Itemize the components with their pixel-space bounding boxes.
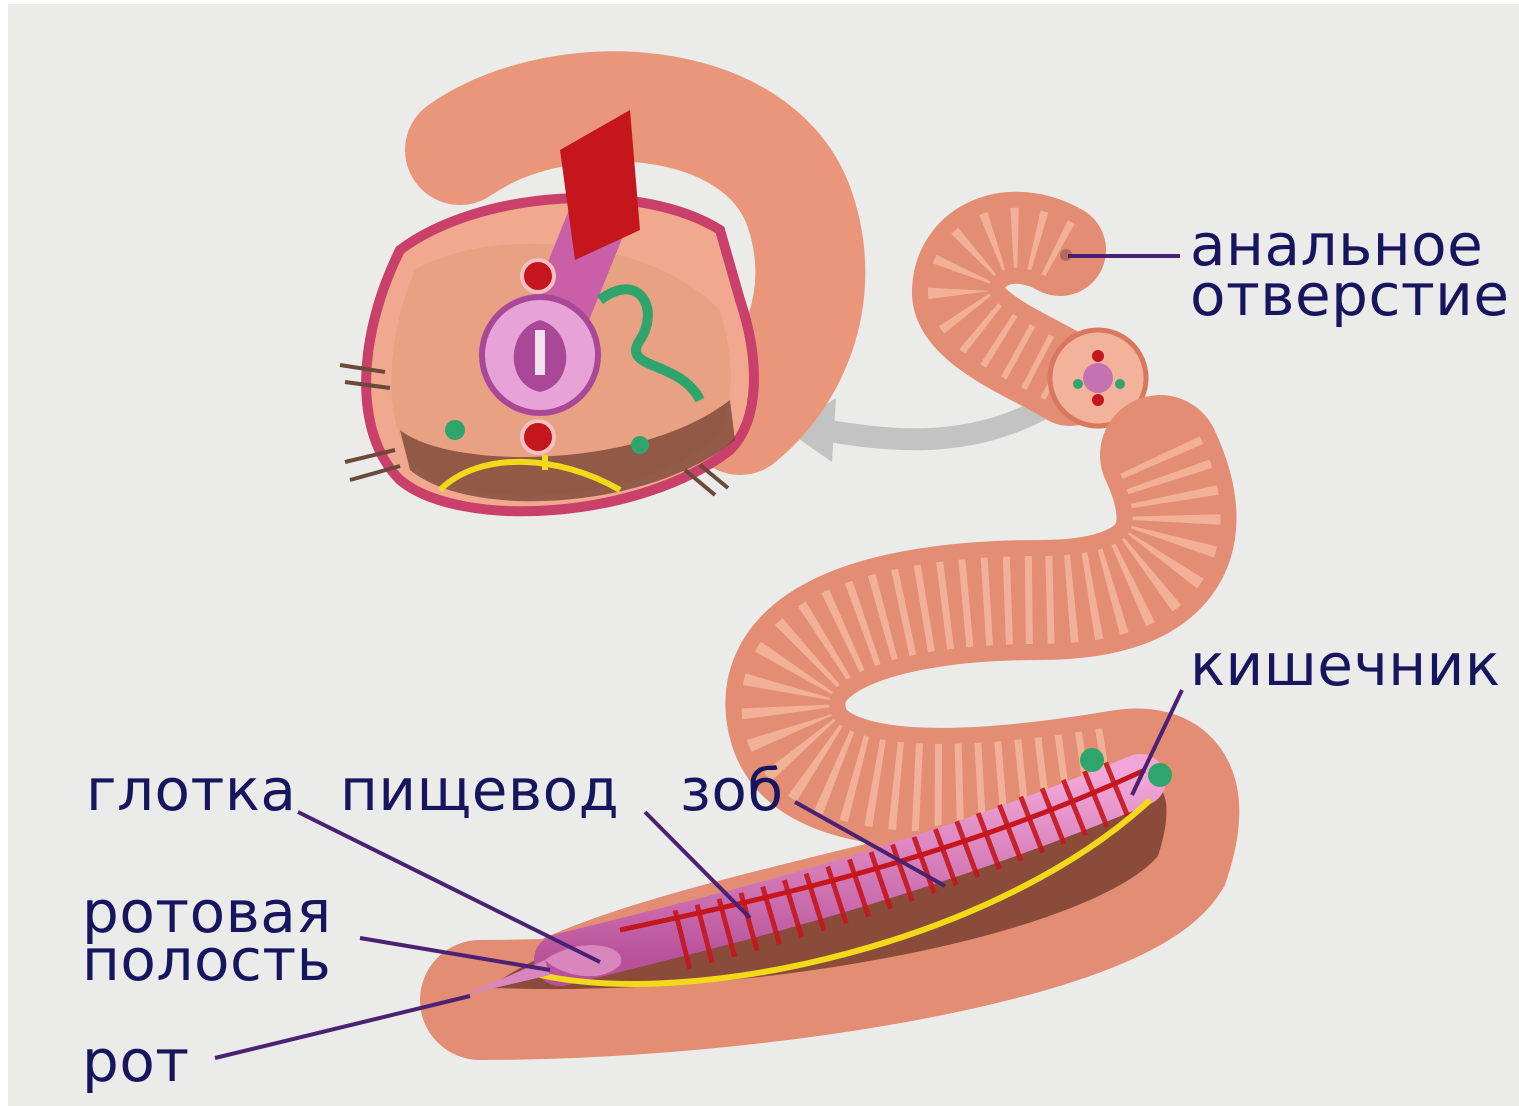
label-mouth: рот	[82, 1036, 190, 1086]
worm-tail-segment	[958, 238, 1146, 426]
label-esophagus: пищевод	[340, 765, 619, 815]
label-pharynx: глотка	[86, 765, 296, 815]
leader-pharynx	[298, 812, 600, 962]
label-anal-line2: отверстие	[1190, 270, 1510, 320]
dorsal-vessel	[522, 260, 554, 292]
worm-body	[465, 455, 1179, 1000]
label-oral-line2: полость	[82, 936, 332, 984]
label-intestine: кишечник	[1190, 640, 1500, 690]
label-anal-opening: анальное отверстие	[1190, 220, 1510, 320]
worm-cross-section	[340, 106, 810, 511]
label-crop: зоб	[680, 765, 784, 815]
label-oral-cavity: ротовая полость	[82, 888, 332, 984]
arrow-icon	[812, 410, 1040, 439]
ventral-vessel	[522, 421, 554, 453]
